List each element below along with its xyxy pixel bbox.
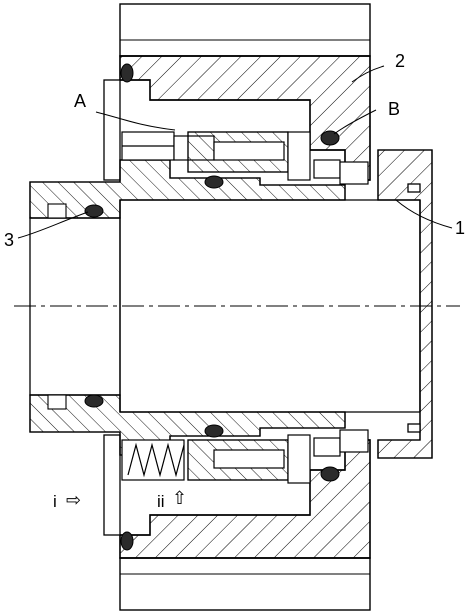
sleeve-slots bbox=[47, 203, 67, 410]
up-arrow-icon: ⇧ bbox=[172, 488, 188, 509]
label-flow-i: i bbox=[53, 492, 57, 511]
end-gland bbox=[377, 149, 433, 459]
leader-b bbox=[333, 109, 377, 135]
o-ring-top-flange bbox=[120, 63, 134, 83]
leader-3 bbox=[17, 211, 89, 239]
label-part-1: 1 bbox=[455, 218, 466, 238]
right-arrow-icon: ⇨ bbox=[66, 490, 82, 511]
o-ring-sleeve-bottom bbox=[204, 424, 224, 438]
label-point-b: B bbox=[388, 99, 401, 119]
leader-1 bbox=[395, 199, 453, 229]
o-rings bbox=[84, 63, 340, 551]
housing-bottom bbox=[119, 439, 371, 611]
lower-seal-assembly bbox=[121, 429, 369, 484]
o-ring-b-bottom bbox=[320, 466, 340, 482]
o-ring-b-top bbox=[320, 130, 340, 146]
label-flow-ii: ii bbox=[157, 492, 165, 511]
leader-a bbox=[95, 111, 176, 131]
o-ring-sleeve-top bbox=[204, 175, 224, 189]
o-ring-bottom-flange bbox=[120, 531, 134, 551]
shaft-bore bbox=[14, 199, 460, 413]
o-ring-3-top bbox=[84, 204, 104, 218]
leader-lines bbox=[17, 65, 453, 239]
label-point-a: A bbox=[74, 91, 87, 111]
label-part-2: 2 bbox=[395, 51, 406, 71]
o-ring-3-bottom bbox=[84, 394, 104, 408]
housing-top bbox=[119, 3, 371, 181]
leader-2 bbox=[351, 65, 385, 83]
housing-left-wall bbox=[103, 79, 121, 536]
label-part-3: 3 bbox=[4, 230, 15, 250]
upper-seal-assembly bbox=[121, 131, 369, 185]
